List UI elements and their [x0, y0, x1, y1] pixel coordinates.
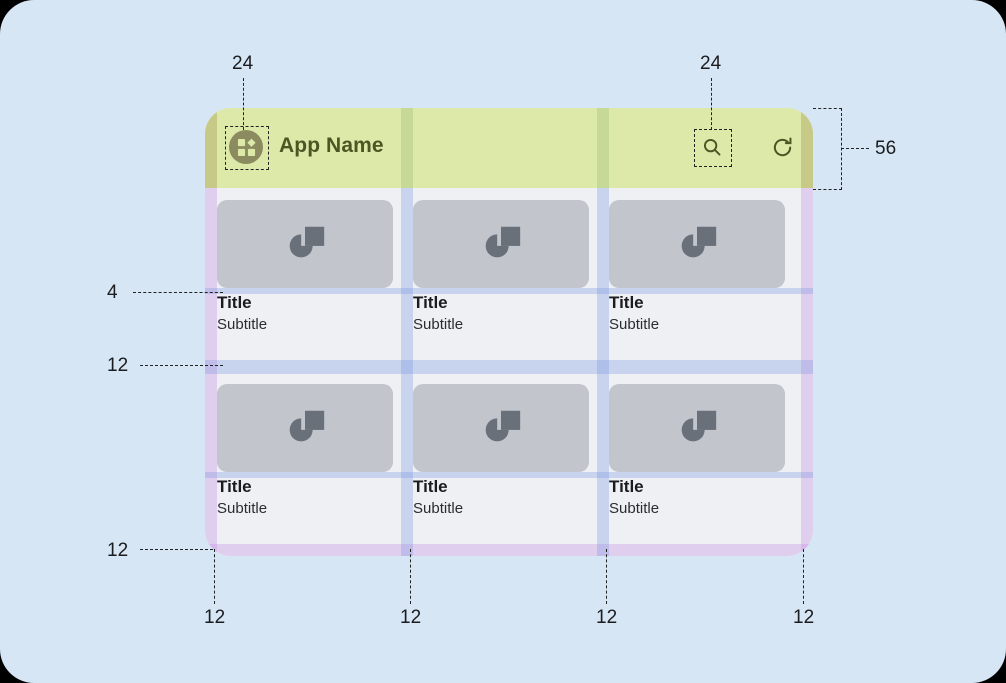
overlay-padding-right — [801, 188, 813, 556]
image-placeholder-icon — [485, 410, 521, 442]
card-subtitle: Subtitle — [609, 316, 660, 333]
card-subtitle: Subtitle — [609, 500, 660, 517]
overlay-gutter-col-2 — [597, 188, 609, 556]
overlay-padding-bottom — [205, 544, 813, 556]
overlay-gutter-col-1 — [401, 188, 413, 556]
image-placeholder-icon — [289, 226, 325, 258]
card-text: Title Subtitle — [217, 472, 393, 519]
card-subtitle: Subtitle — [217, 500, 268, 517]
annotation-top-right-24: 24 — [700, 53, 722, 74]
card-image-placeholder — [413, 200, 589, 288]
app-bar: App Name — [205, 108, 813, 188]
card-text: Title Subtitle — [413, 288, 589, 335]
device-frame: App Name — [205, 108, 813, 556]
overlay-padding-left — [205, 188, 217, 556]
card-item[interactable]: Title Subtitle — [413, 384, 589, 519]
card-title: Title — [413, 293, 448, 312]
app-title: App Name — [279, 134, 384, 157]
annotation-left-12-row-gap: 12 — [107, 355, 129, 376]
annotation-left-12-bottom-pad: 12 — [107, 540, 129, 561]
annotation-top-left-24: 24 — [232, 53, 254, 74]
annotation-bottom-12-b: 12 — [400, 607, 422, 628]
card-title: Title — [217, 477, 252, 496]
card-text: Title Subtitle — [217, 288, 393, 335]
refresh-icon[interactable] — [767, 132, 797, 162]
card-item[interactable]: Title Subtitle — [217, 384, 393, 519]
card-title: Title — [217, 293, 252, 312]
leader-line-left-12-bottom-pad — [140, 549, 213, 550]
card-title: Title — [609, 477, 644, 496]
appbar-gutter-1 — [401, 108, 413, 188]
app-bar-content: App Name — [205, 108, 813, 188]
card-item[interactable]: Title Subtitle — [609, 384, 785, 519]
card-item[interactable]: Title Subtitle — [217, 200, 393, 335]
card-subtitle: Subtitle — [413, 500, 464, 517]
bracket-appbar-height — [813, 108, 842, 190]
leader-line-bottom-12-d — [803, 549, 804, 604]
card-subtitle: Subtitle — [413, 316, 464, 333]
overlay-gap-rows — [205, 360, 813, 374]
leader-line-top-right-24 — [711, 78, 712, 130]
card-text: Title Subtitle — [413, 472, 589, 519]
annotation-bottom-12-c: 12 — [596, 607, 618, 628]
image-placeholder-icon — [681, 410, 717, 442]
annotation-right-56: 56 — [875, 138, 897, 159]
app-bar-overlays — [205, 108, 813, 188]
leader-line-top-left-24 — [243, 78, 244, 130]
card-image-placeholder — [413, 384, 589, 472]
image-placeholder-icon — [681, 226, 717, 258]
card-item[interactable]: Title Subtitle — [609, 200, 785, 335]
card-image-placeholder — [217, 384, 393, 472]
card-item[interactable]: Title Subtitle — [413, 200, 589, 335]
leader-line-right-56 — [841, 148, 869, 149]
leader-line-left-4 — [133, 292, 223, 293]
appbar-edge-right — [801, 108, 813, 188]
card-text: Title Subtitle — [609, 288, 785, 335]
app-grid-logo-icon[interactable] — [229, 130, 263, 164]
card-subtitle: Subtitle — [217, 316, 268, 333]
card-image-placeholder — [609, 384, 785, 472]
card-text: Title Subtitle — [609, 472, 785, 519]
card-title: Title — [609, 293, 644, 312]
appbar-edge-left — [205, 108, 217, 188]
card-title: Title — [413, 477, 448, 496]
annotation-left-4: 4 — [107, 282, 118, 303]
search-icon[interactable] — [697, 132, 727, 162]
image-placeholder-icon — [485, 226, 521, 258]
card-image-placeholder — [217, 200, 393, 288]
card-grid: Title Subtitle Title Subtitle — [205, 188, 813, 556]
appbar-gutter-2 — [597, 108, 609, 188]
annotation-bottom-12-a: 12 — [204, 607, 226, 628]
annotation-bottom-12-d: 12 — [793, 607, 815, 628]
leader-line-bottom-12-b — [410, 549, 411, 604]
leader-line-left-12-row-gap — [140, 365, 223, 366]
leader-line-bottom-12-a — [214, 549, 215, 604]
leader-line-bottom-12-c — [606, 549, 607, 604]
card-image-placeholder — [609, 200, 785, 288]
image-placeholder-icon — [289, 410, 325, 442]
